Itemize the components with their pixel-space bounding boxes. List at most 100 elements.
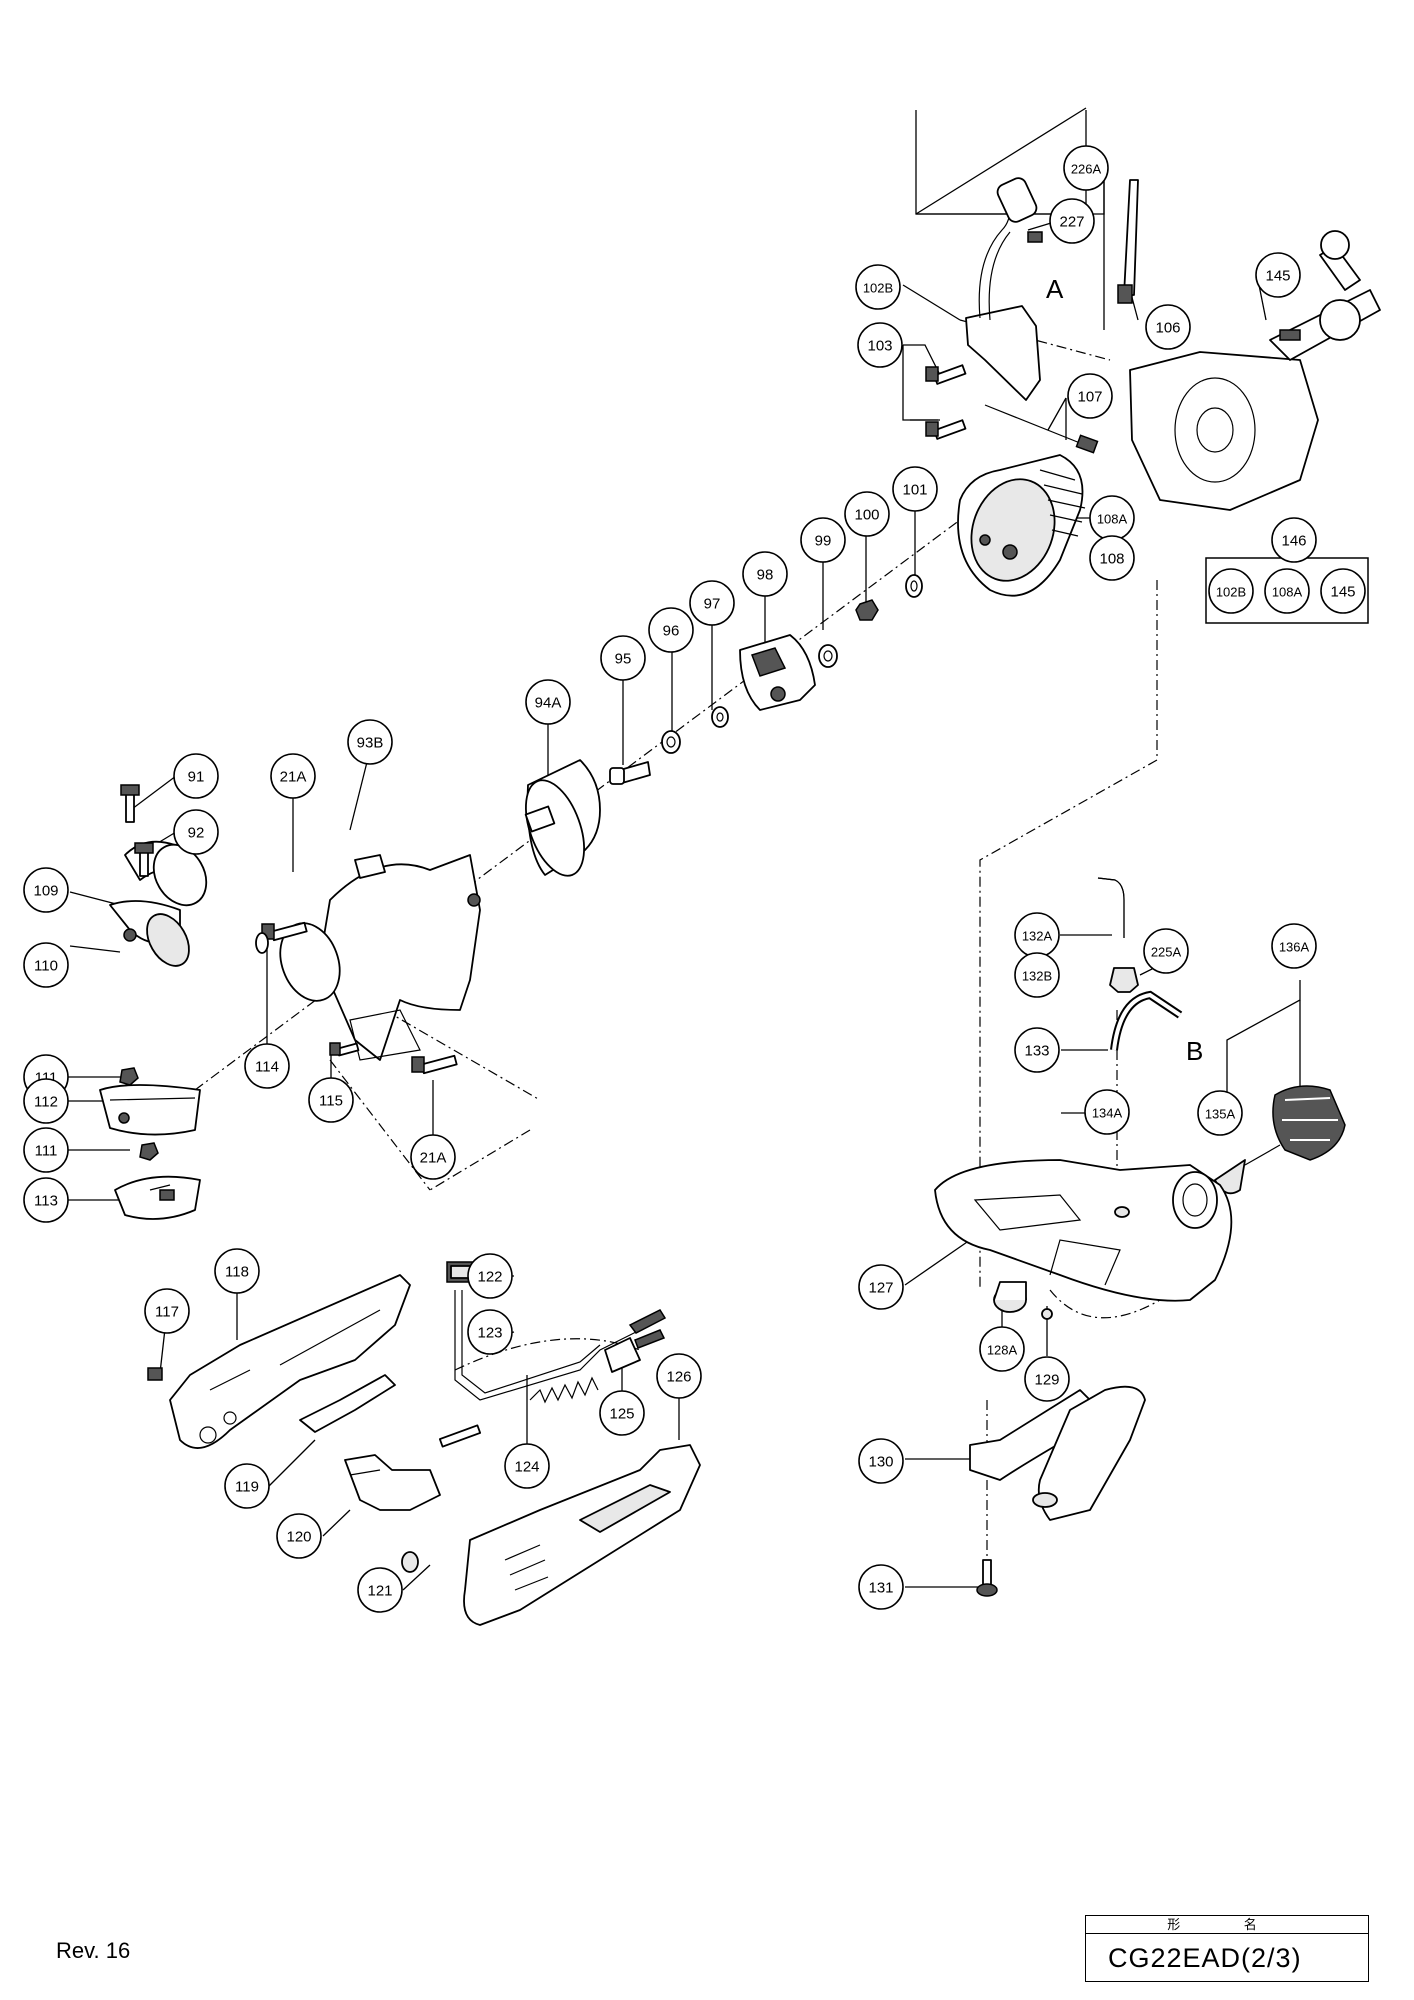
callout-text: 226A <box>1071 162 1102 177</box>
callout-145: 145 <box>1255 252 1301 298</box>
part-flywheel <box>957 454 1086 597</box>
callout-circle <box>1024 1356 1070 1402</box>
callout-text: 146 <box>1281 533 1306 550</box>
callout-text: 136A <box>1279 940 1310 955</box>
callout-circle <box>144 1288 190 1334</box>
callout-108: 108 <box>1089 535 1135 581</box>
callout-text: 135A <box>1205 1107 1236 1122</box>
callout-109: 109 <box>23 867 69 913</box>
callout-text: 102B <box>863 281 893 296</box>
callout-circle <box>858 1438 904 1484</box>
callout-circle <box>689 580 735 626</box>
callout-113: 113 <box>23 1177 69 1223</box>
callout-115: 115 <box>308 1077 354 1123</box>
callout-108A: 108A <box>1089 495 1135 541</box>
callout-circle <box>1145 304 1191 350</box>
part-clutch-98 <box>739 634 816 711</box>
callout-225A: 225A <box>1143 928 1189 974</box>
callout-132B: 132B <box>1014 952 1060 998</box>
callout-108A: 108A <box>1264 568 1310 614</box>
callout-124: 124 <box>504 1443 550 1489</box>
part-tank-127 <box>934 1159 1233 1302</box>
part-washer-99 <box>818 644 838 668</box>
callout-circle <box>1014 952 1060 998</box>
callout-circle <box>656 1353 702 1399</box>
callout-circle <box>504 1443 550 1489</box>
part-nuts-111 <box>119 1067 159 1161</box>
callout-circle <box>410 1134 456 1180</box>
callout-text: 113 <box>34 1193 58 1210</box>
callout-circle <box>1255 252 1301 298</box>
callout-circle <box>1049 198 1095 244</box>
callout-circle <box>23 942 69 988</box>
part-hose-132 <box>1097 877 1125 938</box>
callout-circle <box>1320 568 1366 614</box>
callout-circle <box>857 322 903 368</box>
part-clutch-housing-93B <box>279 854 481 1061</box>
callout-126: 126 <box>656 1353 702 1399</box>
callout-112: 112 <box>23 1078 69 1124</box>
callout-circle <box>23 1127 69 1173</box>
callout-text: 127 <box>868 1280 893 1297</box>
part-clamp-113 <box>114 1175 201 1220</box>
callout-146: 146 <box>1271 517 1317 563</box>
callout-text: 128A <box>987 1343 1018 1358</box>
callout-122: 122 <box>467 1253 513 1299</box>
callout-circle <box>525 679 571 725</box>
callout-text: 108 <box>1099 551 1124 568</box>
callout-text: 111 <box>35 1143 58 1160</box>
callout-91: 91 <box>173 753 219 799</box>
callout-text: 100 <box>854 507 879 524</box>
callout-text: 107 <box>1077 389 1102 406</box>
callout-text: 109 <box>33 883 58 900</box>
callout-114: 114 <box>244 1043 290 1089</box>
part-trigger-120 <box>344 1454 441 1511</box>
callout-101: 101 <box>892 466 938 512</box>
callout-circle <box>214 1248 260 1294</box>
callout-circle <box>244 1043 290 1089</box>
part-hose-133 <box>1110 990 1183 1051</box>
part-spring-121 <box>401 1551 419 1573</box>
callout-text: 227 <box>1059 214 1084 231</box>
callout-circle <box>648 607 694 653</box>
part-washers-96-97 <box>661 706 729 754</box>
part-clamp-109-110 <box>109 840 208 967</box>
callout-circle <box>858 1264 904 1310</box>
callout-circle <box>467 1253 513 1299</box>
reference-mark-a: A <box>1046 274 1064 304</box>
callout-circle <box>800 517 846 563</box>
callout-text: 21A <box>420 1150 447 1167</box>
callout-text: 114 <box>255 1059 279 1076</box>
callout-94A: 94A <box>525 679 571 725</box>
callout-text: 106 <box>1155 320 1180 337</box>
part-screws-21A <box>261 921 458 1075</box>
callout-145: 145 <box>1320 568 1366 614</box>
callout-text: 130 <box>868 1454 893 1471</box>
callout-text: 123 <box>477 1325 502 1342</box>
callout-circle <box>979 1326 1025 1372</box>
callout-circle <box>23 1078 69 1124</box>
callout-123: 123 <box>467 1309 513 1355</box>
callout-text: 133 <box>1024 1043 1049 1060</box>
callout-text: 120 <box>286 1529 311 1546</box>
callout-135A: 135A <box>1197 1090 1243 1136</box>
callout-circle <box>1014 1027 1060 1073</box>
callout-120: 120 <box>276 1513 322 1559</box>
callout-circle <box>347 719 393 765</box>
callout-circle <box>742 551 788 597</box>
callout-circle <box>173 753 219 799</box>
callout-circle <box>1067 373 1113 419</box>
callout-circle <box>858 1564 904 1610</box>
callout-text: 102B <box>1216 585 1246 600</box>
part-rear-handle-126 <box>463 1444 701 1626</box>
callout-circle <box>1264 568 1310 614</box>
callout-text: 134A <box>1092 1106 1123 1121</box>
part-nut-100 <box>855 599 879 621</box>
callout-21A: 21A <box>270 753 316 799</box>
callout-text: 21A <box>280 769 307 786</box>
callout-text: 126 <box>666 1369 691 1386</box>
callout-text: 94A <box>535 695 562 712</box>
callout-text: 132A <box>1022 929 1053 944</box>
callout-125: 125 <box>599 1390 645 1436</box>
callout-circle <box>1271 923 1317 969</box>
